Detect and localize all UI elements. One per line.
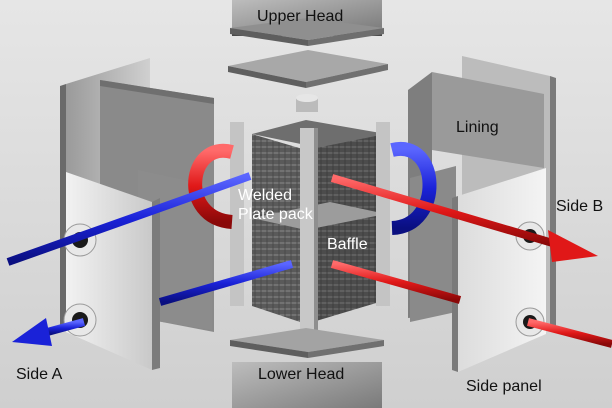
plate-pack bbox=[230, 120, 390, 332]
lower-head-label: Lower Head bbox=[258, 366, 345, 383]
side-b-label: Side B bbox=[556, 198, 604, 215]
upper-head bbox=[228, 0, 388, 112]
lining-label: Lining bbox=[456, 119, 499, 136]
bypass-pipes bbox=[188, 141, 437, 235]
flow-arrows bbox=[6, 172, 612, 348]
side-panel-label: Side panel bbox=[466, 378, 542, 395]
lower-head bbox=[230, 328, 384, 408]
upper-head-label: Upper Head bbox=[257, 8, 344, 25]
side-a-label: Side A bbox=[16, 366, 63, 383]
baffle-label: Baffle bbox=[327, 236, 368, 253]
welded-plate-pack-label: Welded Plate pack bbox=[238, 187, 313, 223]
